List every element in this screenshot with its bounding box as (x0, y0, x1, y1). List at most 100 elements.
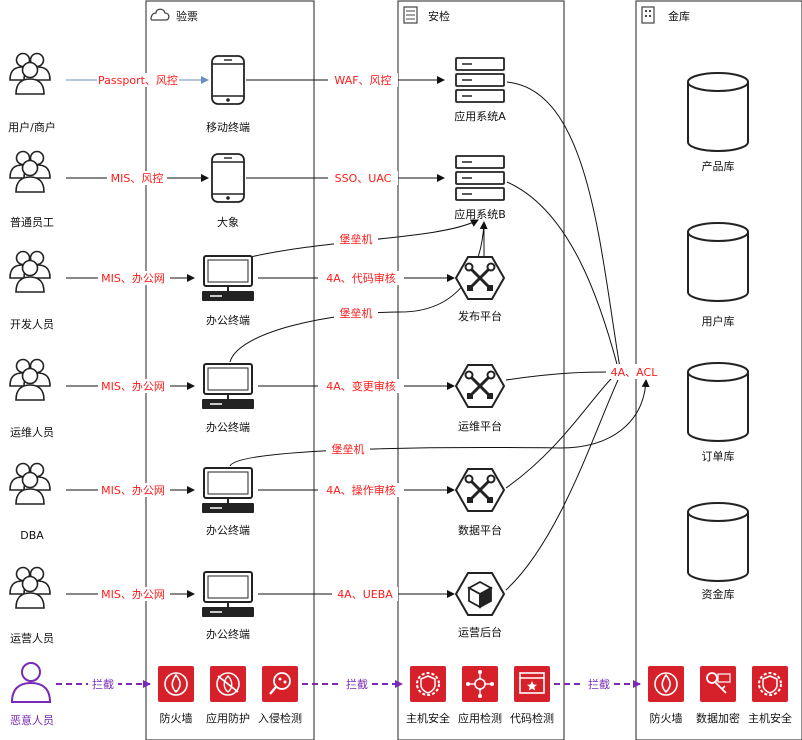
edge-label-bastion-2: 堡垒机 (340, 306, 373, 320)
label-bg (326, 442, 370, 456)
label-bg (98, 379, 170, 393)
block-label-3: 拦截 (588, 677, 610, 691)
actor-label: 普通员工 (10, 215, 54, 229)
system-ops-platform: 运维平台 (454, 363, 506, 433)
terminal-office-4: 办公终端 (201, 571, 255, 641)
edge-label-mis-office-3: MIS、办公网 (101, 484, 165, 497)
db-label: 用户库 (702, 314, 735, 328)
db-order: 订单库 (687, 362, 749, 463)
people-icon (9, 150, 51, 193)
label-bg (98, 271, 170, 285)
shield-gear-icon (416, 672, 440, 696)
connectors-curves (229, 81, 650, 591)
database-icon (687, 72, 749, 152)
block-label-2: 拦截 (346, 677, 368, 691)
label-bg (334, 232, 378, 246)
tile-bg (262, 666, 298, 702)
shield-gear-icon (758, 672, 782, 696)
edge-label-passport: Passport、风控 (98, 73, 178, 87)
label-bg (606, 364, 662, 379)
label-bg (318, 379, 404, 393)
db-product: 产品库 (687, 72, 749, 173)
edge-label-mis-office-4: MIS、办公网 (101, 588, 165, 601)
system-label: 应用系统A (454, 109, 506, 123)
terminal-label: 移动终端 (206, 120, 250, 134)
desktop-icon (201, 363, 255, 410)
tile-bg (158, 666, 194, 702)
defense-host-sec-1: 主机安全 (406, 666, 450, 725)
edge-label-code-review: 4A、代码审核 (326, 271, 396, 285)
tile-bg (752, 666, 788, 702)
actor-merchant: 用户/商户 (8, 52, 56, 134)
block-label-1: 拦截 (92, 677, 114, 691)
terminal-office-2: 办公终端 (201, 363, 255, 434)
actor-label: 用户/商户 (8, 120, 56, 134)
defense-label: 防火墙 (160, 711, 193, 725)
terminal-label: 办公终端 (206, 420, 250, 434)
actor-label: 运维人员 (10, 426, 54, 439)
bastion-line-1 (245, 219, 479, 259)
defense-host-sec-2: 主机安全 (748, 666, 792, 725)
desktop-icon (201, 571, 255, 618)
edge-label-acl: 4A、ACL (611, 366, 659, 379)
people-icon (9, 358, 51, 401)
people-icon (9, 566, 51, 609)
actor-malicious: 恶意人员 (10, 662, 54, 727)
defense-app-detect: 应用检测 (458, 666, 502, 725)
terminal-label: 办公终端 (206, 313, 250, 327)
person-icon (10, 662, 52, 703)
system-ops-backend: 运营后台 (455, 572, 505, 639)
people-icon (9, 250, 51, 293)
label-bg (88, 677, 118, 691)
actor-developer: 开发人员 (9, 250, 54, 331)
server-icon (455, 155, 505, 201)
label-bg (107, 171, 167, 185)
actor-ops: 运维人员 (9, 358, 54, 439)
label-bg (318, 271, 404, 285)
edge-label-mis-office-1: MIS、办公网 (101, 272, 165, 285)
edge-label-ueba: 4A、UEBA (337, 588, 393, 601)
defense-label: 应用防护 (206, 711, 250, 725)
zone-title-jinku: 金库 (668, 9, 690, 23)
defense-code-detect: 代码检测 (510, 666, 554, 725)
db-user: 用户库 (687, 222, 749, 328)
tile-bg (410, 666, 446, 702)
label-bg (342, 677, 372, 691)
mobile-phone-icon (211, 153, 245, 203)
system-app-a: 应用系统A (454, 57, 506, 123)
defense-label: 数据加密 (696, 711, 740, 725)
desktop-icon (201, 467, 255, 514)
label-bg (98, 483, 170, 497)
app-protection-icon (216, 672, 240, 696)
defense-label: 防火墙 (650, 711, 683, 725)
edge-label-change-review: 4A、变更审核 (326, 379, 396, 393)
actor-operations: 运营人员 (9, 566, 54, 645)
defense-data-encrypt: 数据加密 (696, 666, 740, 725)
people-icon (9, 52, 51, 95)
acl-line-backend (505, 379, 619, 591)
database-icon (687, 222, 749, 302)
people-icon (9, 462, 51, 505)
defense-label: 代码检测 (510, 711, 554, 725)
terminal-office-1: 办公终端 (201, 255, 255, 327)
edge-label-op-review: 4A、操作审核 (326, 483, 396, 497)
db-label: 订单库 (702, 450, 735, 463)
terminal-mobile: 移动终端 (206, 55, 250, 134)
cloud-icon (150, 8, 170, 21)
system-release: 发布平台 (454, 255, 506, 323)
database-icon (687, 362, 749, 442)
label-bg (318, 483, 404, 497)
actor-label: 恶意人员 (10, 713, 54, 727)
bastion-line-3 (229, 379, 650, 467)
edge-label-sso: SSO、UAC (335, 172, 392, 185)
malicious-path: 拦截 拦截 拦截 (56, 677, 641, 691)
defense-label: 应用检测 (458, 711, 502, 725)
terminal-label: 办公终端 (206, 523, 250, 537)
db-label: 资金库 (702, 587, 735, 601)
defense-label: 入侵检测 (258, 711, 302, 725)
acl-line-a (506, 81, 621, 369)
edge-label-bastion-1: 堡垒机 (340, 232, 373, 246)
system-label: 数据平台 (458, 523, 502, 537)
terminal-office-3: 办公终端 (201, 467, 255, 537)
